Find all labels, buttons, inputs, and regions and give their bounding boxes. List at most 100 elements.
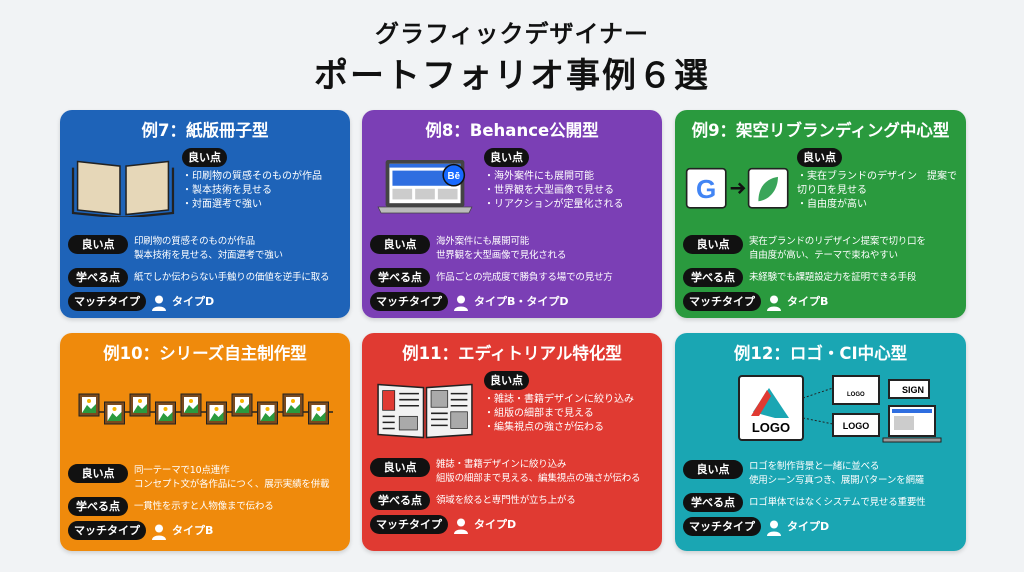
- good-point-text: コンセプト文が各作品につく、展示実績を併載: [134, 479, 330, 490]
- good-point-text: 海外案件にも展開可能: [436, 236, 530, 247]
- card-title: 例12：ロゴ・CI中心型: [733, 344, 908, 363]
- learn-text: 紙でしか伝わらない手触りの価値を逆手に取る: [134, 272, 330, 283]
- portfolio-card: 例7：紙版冊子型良い点印刷物の質感そのものが作品製本技術を見せる対面選考で強い …: [60, 110, 350, 318]
- learn-text: 領域を絞ると専門性が立ち上がる: [436, 495, 576, 506]
- picture-frames-icon: [68, 369, 342, 459]
- rebrand-logo-icon: G: [683, 146, 793, 228]
- title-line-1: グラフィックデザイナー: [374, 20, 650, 48]
- match-row: マッチタイプ タイプB・タイプD: [370, 292, 654, 311]
- laptop-behance-icon: Bē: [370, 146, 480, 228]
- good-point-text: 製本技術を見せる、対面選考で強い: [134, 250, 283, 261]
- match-row: マッチタイプタイプB: [683, 292, 958, 311]
- learn-label: 学べる点: [683, 268, 743, 287]
- portfolio-card: 例10：シリーズ自主制作型 良い点同一テーマで10点連作コンセプト文が各作品につ…: [60, 333, 350, 551]
- good-points-badge: 良い点: [797, 148, 842, 167]
- match-row: マッチタイプ タイプB: [68, 521, 342, 540]
- learn-label: 学べる点: [370, 491, 430, 510]
- bullet-item: 編集視点の強さが伝わる: [484, 421, 654, 435]
- user-icon: [152, 521, 172, 540]
- card-title: 例10：シリーズ自主制作型: [103, 344, 307, 363]
- match-row: マッチタイプ タイプD: [683, 517, 958, 536]
- learn-label: 学べる点: [370, 268, 430, 287]
- match-type: タイプD: [474, 518, 517, 531]
- good-point-text: 印刷物の質感そのものが作品: [134, 236, 255, 247]
- user-icon: [454, 515, 474, 534]
- good-points-label: 良い点: [683, 460, 743, 479]
- card-title: 例8：Behance公開型: [425, 121, 599, 140]
- bullet-item: リアクションが定量化される: [484, 198, 654, 212]
- svg-text:G: G: [696, 174, 716, 204]
- good-points-row: 良い点同一テーマで10点連作コンセプト文が各作品につく、展示実績を併載: [68, 464, 342, 492]
- good-points-row: 良い点ロゴを制作背景と一緒に並べる使用シーン写真つき、展開パターンを網羅: [683, 460, 958, 488]
- good-points-row: 良い点雑誌・書籍デザインに絞り込み組版の細部まで見える、編集視点の強さが伝わる: [370, 458, 654, 486]
- learn-row: 学べる点領域を絞ると専門性が立ち上がる: [370, 491, 654, 510]
- match-row: マッチタイプ タイプD: [370, 515, 654, 534]
- good-points-label: 良い点: [370, 235, 430, 254]
- svg-text:Bē: Bē: [447, 171, 460, 182]
- good-points-label: 良い点: [683, 235, 743, 254]
- good-points-badge: 良い点: [484, 148, 529, 167]
- bullet-item: 印刷物の質感そのものが作品: [182, 170, 342, 184]
- good-points-label: 良い点: [68, 464, 128, 483]
- good-point-text: 実在ブランドのリデザイン提案で切り口を: [749, 236, 926, 247]
- match-type: タイプB: [172, 524, 214, 537]
- good-point-text: 組版の細部まで見える、編集視点の強さが伝わる: [436, 473, 641, 484]
- title-line-2: ポートフォリオ事例６選: [314, 56, 710, 96]
- card-title: 例9：架空リブランディング中心型: [691, 121, 950, 140]
- bullet-item: 組版の細部まで見える: [484, 407, 654, 421]
- learn-row: 学べる点ロゴ単体ではなくシステムで見せる重要性: [683, 493, 958, 512]
- good-point-text: 自由度が高い、テーマで束ねやすい: [749, 250, 898, 261]
- good-point-text: 世界観を大型画像で見化される: [436, 250, 567, 261]
- match-label: マッチタイプ: [68, 292, 146, 311]
- bullet-item: 製本技術を見せる: [182, 184, 342, 198]
- bullet-item: 自由度が高い: [797, 198, 958, 212]
- good-points-label: 良い点: [370, 458, 430, 477]
- user-icon: [767, 292, 787, 311]
- match-type: タイプD: [787, 520, 830, 533]
- user-icon: [454, 292, 474, 311]
- good-points-badge: 良い点: [182, 148, 227, 167]
- good-points-row: 良い点実在ブランドのリデザイン提案で切り口を自由度が高い、テーマで束ねやすい: [683, 235, 958, 263]
- match-type: タイプD: [172, 295, 215, 308]
- learn-text: 未経験でも課題設定力を証明できる手段: [749, 272, 917, 283]
- bullet-item: 実在ブランドのデザイン 提案で切り口を見せる: [797, 170, 958, 198]
- match-type: タイプB・タイプD: [474, 295, 569, 308]
- svg-text:SIGN: SIGN: [901, 385, 923, 395]
- learn-row: 学べる点作品ごとの完成度で勝負する場での見せ方: [370, 268, 654, 287]
- good-point-text: 使用シーン写真つき、展開パターンを網羅: [749, 475, 925, 486]
- learn-label: 学べる点: [68, 497, 128, 516]
- bullet-item: 対面選考で強い: [182, 198, 342, 212]
- card-title: 例11：エディトリアル特化型: [402, 344, 622, 363]
- user-icon: [152, 292, 172, 311]
- svg-text:LOGO: LOGO: [842, 421, 869, 431]
- good-point-text: ロゴを制作背景と一緒に並べる: [749, 461, 880, 472]
- good-point-text: 雑誌・書籍デザインに絞り込み: [436, 459, 567, 470]
- magazine-icon: [370, 369, 480, 451]
- svg-text:LOGO: LOGO: [751, 420, 789, 435]
- match-label: マッチタイプ: [683, 517, 761, 536]
- learn-row: 学べる点紙でしか伝わらない手触りの価値を逆手に取る: [68, 268, 342, 287]
- learn-text: 一貫性を示すと人物像まで伝わる: [134, 501, 274, 512]
- match-label: マッチタイプ: [683, 292, 761, 311]
- portfolio-card: 例8：Behance公開型Bē良い点海外案件にも展開可能世界観を大型画像で見せる…: [362, 110, 662, 318]
- learn-label: 学べる点: [68, 268, 128, 287]
- match-label: マッチタイプ: [370, 515, 448, 534]
- learn-label: 学べる点: [683, 493, 743, 512]
- user-icon: [767, 517, 787, 536]
- match-label: マッチタイプ: [68, 521, 146, 540]
- good-points-row: 良い点海外案件にも展開可能世界観を大型画像で見化される: [370, 235, 654, 263]
- good-points-badge: 良い点: [484, 371, 529, 390]
- match-row: マッチタイプ タイプD: [68, 292, 342, 311]
- bullet-item: 海外案件にも展開可能: [484, 170, 654, 184]
- open-book-icon: [68, 146, 178, 228]
- portfolio-card: 例11：エディトリアル特化型良い点雑誌・書籍デザインに絞り込み組版の細部まで見え…: [362, 333, 662, 551]
- card-title: 例7：紙版冊子型: [141, 121, 269, 140]
- good-point-text: 同一テーマで10点連作: [134, 465, 230, 476]
- bullet-item: 雑誌・書籍デザインに絞り込み: [484, 393, 654, 407]
- good-points-row: 良い点印刷物の質感そのものが作品製本技術を見せる、対面選考で強い: [68, 235, 342, 263]
- good-points-label: 良い点: [68, 235, 128, 254]
- match-label: マッチタイプ: [370, 292, 448, 311]
- learn-text: ロゴ単体ではなくシステムで見せる重要性: [749, 497, 926, 508]
